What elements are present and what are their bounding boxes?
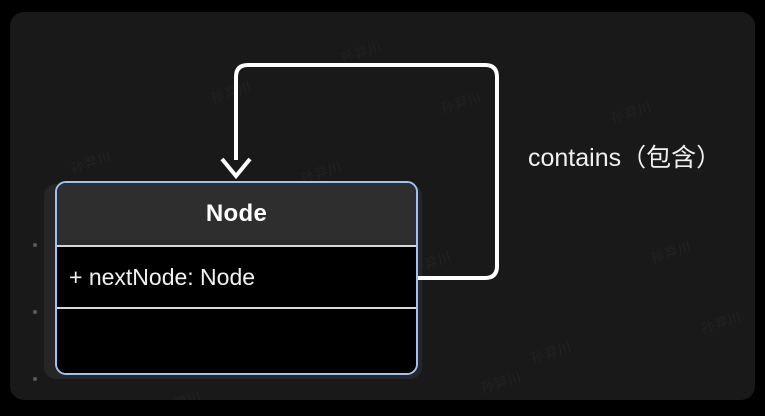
- list-bullet-dot: [33, 377, 37, 381]
- watermark-text: 孙羿川: [339, 39, 384, 68]
- uml-attribute-row: + nextNode: Node: [69, 263, 256, 290]
- uml-class-name: Node: [205, 200, 268, 227]
- watermark-text: 孙羿川: [158, 386, 204, 400]
- watermark-text: 孙羿川: [699, 309, 744, 338]
- uml-class-attributes: + nextNode: Node: [57, 247, 416, 309]
- association-label: contains（包含）: [528, 144, 722, 172]
- uml-class-methods: [57, 309, 416, 373]
- list-bullet-dot: [33, 310, 37, 314]
- uml-class-header: Node: [57, 183, 416, 247]
- watermark-text: 孙羿川: [529, 339, 574, 368]
- watermark-text: 孙羿川: [69, 149, 114, 178]
- watermark-text: 孙羿川: [649, 239, 694, 268]
- watermark-text: 孙羿川: [479, 369, 524, 398]
- watermark-text: 孙羿川: [439, 89, 484, 118]
- watermark-text: 孙羿川: [209, 79, 254, 108]
- uml-class-node[interactable]: Node + nextNode: Node: [55, 181, 418, 375]
- watermark-text: 孙羿川: [609, 99, 654, 128]
- list-bullet-dot: [33, 243, 37, 247]
